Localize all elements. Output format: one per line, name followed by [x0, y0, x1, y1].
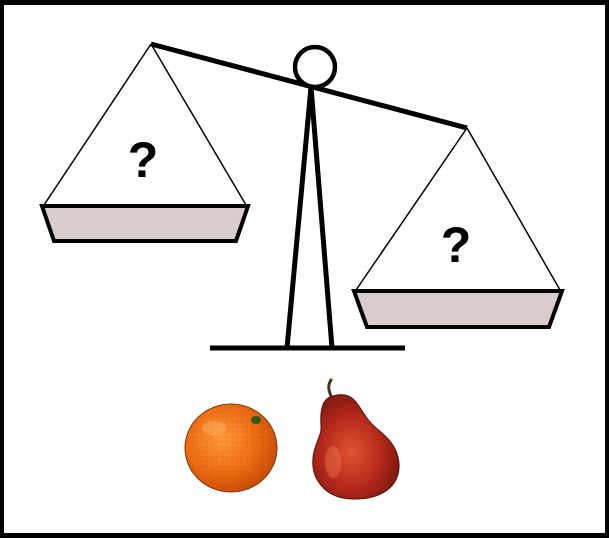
left-pan-question-mark: ?	[128, 132, 159, 188]
left-pan	[42, 206, 248, 241]
orange-fruit	[185, 404, 277, 492]
scale-stand-left	[287, 87, 311, 348]
scale-pivot	[295, 47, 335, 87]
right-pan	[354, 291, 562, 327]
pear-fruit	[313, 380, 399, 499]
scale-stand-right	[311, 87, 332, 348]
right-pan-question-mark: ?	[441, 217, 472, 273]
